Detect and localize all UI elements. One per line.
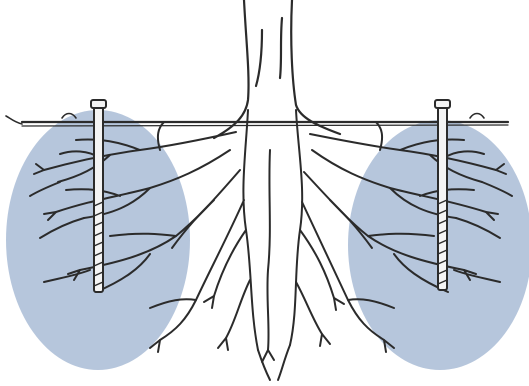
probe-stake-left <box>91 100 106 292</box>
probe-stake-right <box>435 100 450 290</box>
probe-stake-left-cap <box>91 100 106 108</box>
probe-stake-right-cap <box>435 100 450 108</box>
tree-trunk <box>214 0 340 138</box>
